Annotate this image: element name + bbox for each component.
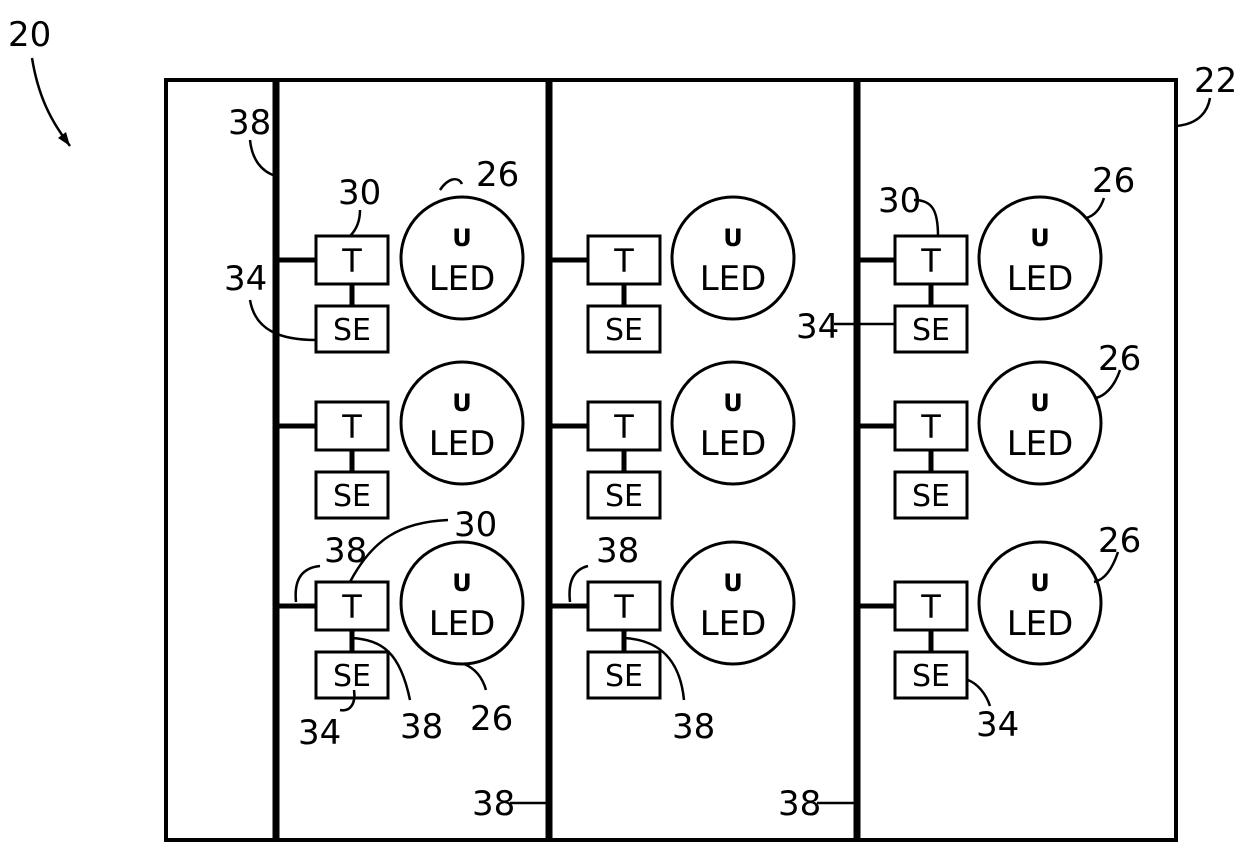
pixel-unit-c3-r2: T SE U LED <box>857 362 1101 518</box>
ref-30-col3-row1: 30 <box>878 181 921 221</box>
led-circle-c3-r1 <box>979 197 1101 319</box>
led-label-c1-r2: LED <box>429 424 496 464</box>
leader-34-col1-row1 <box>250 300 316 340</box>
arrow-20 <box>32 58 70 146</box>
led-prefix-c1-r1: U <box>452 224 472 252</box>
led-label-c3-r3: LED <box>1007 604 1074 644</box>
ref-26-col3-row3: 26 <box>1098 521 1141 561</box>
sensor-label-c3-r3: SE <box>912 659 950 694</box>
pixel-unit-c1-r1: T SE U LED <box>276 197 523 352</box>
transistor-label-c1-r1: T <box>341 242 362 280</box>
ref-38-col3-bottom: 38 <box>778 784 821 824</box>
sensor-label-c2-r1: SE <box>605 313 643 348</box>
sensor-label-c3-r1: SE <box>912 313 950 348</box>
sensor-label-c1-r2: SE <box>333 479 371 514</box>
led-prefix-c1-r3: U <box>452 569 472 597</box>
led-prefix-c1-r2: U <box>452 389 472 417</box>
led-prefix-c2-r2: U <box>723 389 743 417</box>
ref-26-col1-row3: 26 <box>470 699 513 739</box>
led-label-c2-r2: LED <box>700 424 767 464</box>
led-label-c3-r1: LED <box>1007 259 1074 299</box>
pixel-unit-c1-r3: T SE U LED <box>276 542 523 698</box>
led-prefix-c3-r3: U <box>1030 569 1050 597</box>
ref-38-col2-bottom: 38 <box>472 784 515 824</box>
ref-34-col1-row3: 34 <box>298 713 341 753</box>
transistor-label-c1-r2: T <box>341 408 362 446</box>
ref-38-bus-col2-row3: 38 <box>596 531 639 571</box>
pixel-unit-c1-r2: T SE U LED <box>276 362 523 518</box>
leader-38-left-top <box>250 140 276 176</box>
transistor-label-c2-r1: T <box>613 242 634 280</box>
led-circle-c3-r3 <box>979 542 1101 664</box>
leader-26-col1-row3 <box>464 664 486 690</box>
led-circle-c2-r1 <box>672 197 794 319</box>
pixel-units: TSEULEDTSEULEDTSEULEDTSEULEDTSEULEDTSEUL… <box>276 197 1101 698</box>
led-circle-c1-r1 <box>401 197 523 319</box>
ref-22: 22 <box>1194 61 1237 101</box>
transistor-label-c3-r3: T <box>920 588 941 626</box>
led-circle-c1-r2 <box>401 362 523 484</box>
led-label-c2-r1: LED <box>700 259 767 299</box>
sensor-label-c1-r1: SE <box>333 313 371 348</box>
leader-38-bus-col2-row3 <box>570 566 588 602</box>
led-prefix-c2-r3: U <box>723 569 743 597</box>
sensor-label-c2-r3: SE <box>605 659 643 694</box>
led-circle-c3-r2 <box>979 362 1101 484</box>
led-prefix-c3-r1: U <box>1030 224 1050 252</box>
sensor-label-c1-r3: SE <box>333 659 371 694</box>
led-prefix-c3-r2: U <box>1030 389 1050 417</box>
pixel-unit-c3-r3: T SE U LED <box>857 542 1101 698</box>
led-circle-c2-r3 <box>672 542 794 664</box>
ref-26-col3-row1: 26 <box>1092 161 1135 201</box>
transistor-label-c2-r3: T <box>613 588 634 626</box>
leader-30-col1-row1 <box>350 210 360 236</box>
ref-20: 20 <box>8 15 51 55</box>
led-label-c2-r3: LED <box>700 604 767 644</box>
led-circle-c2-r2 <box>672 362 794 484</box>
arrow-20-head <box>58 132 70 146</box>
ref-26-col1-row1: 26 <box>476 155 519 195</box>
ref-34-col3-row3: 34 <box>976 705 1019 745</box>
ref-26-col3-row2: 26 <box>1098 339 1141 379</box>
pixel-unit-c2-r1: T SE U LED <box>549 197 794 352</box>
ref-38-bus-left-top: 38 <box>228 103 271 143</box>
transistor-label-c1-r3: T <box>341 588 362 626</box>
ref-34-col3-row1: 34 <box>796 307 839 347</box>
ref-30-col1-row1: 30 <box>338 173 381 213</box>
led-label-c1-r3: LED <box>429 604 496 644</box>
leader-34-col3-row3 <box>968 680 990 706</box>
leader-26-col3-row1 <box>1086 198 1104 218</box>
ref-38-bus-col1-row3: 38 <box>324 531 367 571</box>
sensor-label-c2-r2: SE <box>605 479 643 514</box>
ref-34-col1-row1: 34 <box>224 259 267 299</box>
leader-26-col1-row1 <box>440 179 462 190</box>
led-prefix-c2-r1: U <box>723 224 743 252</box>
led-label-c1-r1: LED <box>429 259 496 299</box>
led-circle-c1-r3 <box>401 542 523 664</box>
led-label-c3-r2: LED <box>1007 424 1074 464</box>
ref-30-col1-row3: 30 <box>454 505 497 545</box>
transistor-label-c3-r2: T <box>920 408 941 446</box>
ref-38-link-col2-row3: 38 <box>672 707 715 747</box>
sensor-label-c3-r2: SE <box>912 479 950 514</box>
leader-22 <box>1176 98 1210 126</box>
ref-38-link-col1-row3: 38 <box>400 707 443 747</box>
transistor-label-c3-r1: T <box>920 242 941 280</box>
transistor-label-c2-r2: T <box>613 408 634 446</box>
pixel-unit-c2-r2: T SE U LED <box>549 362 794 518</box>
